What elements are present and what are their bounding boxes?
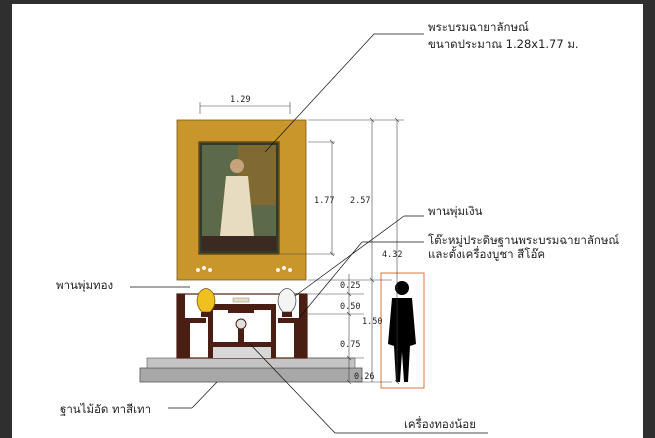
small-gold-set	[232, 297, 250, 342]
silver-tray	[277, 288, 297, 317]
plywood-base-label: ฐานไม้อัด ทาสีเทา	[60, 402, 152, 416]
dimension-lines	[199, 102, 404, 383]
frame-width-dim: 1.29	[230, 95, 251, 105]
altar-table-label-2: และตั้งเครื่องบูชา สีโอ๊ค	[428, 247, 546, 261]
flower-decoration	[196, 266, 292, 272]
table-bottom-dim: 0.75	[340, 340, 361, 350]
leader-lines	[130, 33, 488, 434]
frame-height-dim: 2.57	[350, 196, 371, 206]
table-top-dim: 0.50	[340, 302, 361, 312]
silhouette-box	[380, 272, 425, 389]
gold-tray-label: พานพุ่มทอง	[56, 278, 114, 292]
drawing-sheet: พระบรมฉายาลักษณ์ ขนาดประมาณ 1.28x1.77 ม.…	[12, 4, 643, 438]
altar-table-label-1: โต๊ะหมู่ประดิษฐานพระบรมฉายาลักษณ์	[428, 233, 620, 247]
portrait-height-dim: 1.77	[314, 196, 335, 206]
portrait-title-label: พระบรมฉายาลักษณ์	[428, 20, 529, 34]
top-gap-dim: 0.25	[340, 281, 361, 291]
portrait-head	[230, 159, 244, 173]
portrait-size-label: ขนาดประมาณ 1.28x1.77 ม.	[428, 37, 579, 51]
portrait-robe	[220, 176, 254, 236]
side-height-dim: 1.50	[362, 317, 383, 327]
plywood-base	[139, 367, 363, 383]
dimension-ticks	[329, 117, 400, 385]
human-silhouette	[388, 281, 416, 382]
portrait-floor	[202, 236, 276, 251]
gold-tray	[196, 288, 216, 317]
total-height-dim: 4.32	[382, 250, 403, 260]
silver-tray-label: พานพุ่มเงิน	[428, 204, 483, 218]
elevation-drawing	[130, 33, 488, 434]
base-step	[146, 357, 356, 369]
base-height-dim: 0.26	[354, 372, 375, 382]
small-gold-set-label: เครื่องทองน้อย	[404, 417, 476, 431]
